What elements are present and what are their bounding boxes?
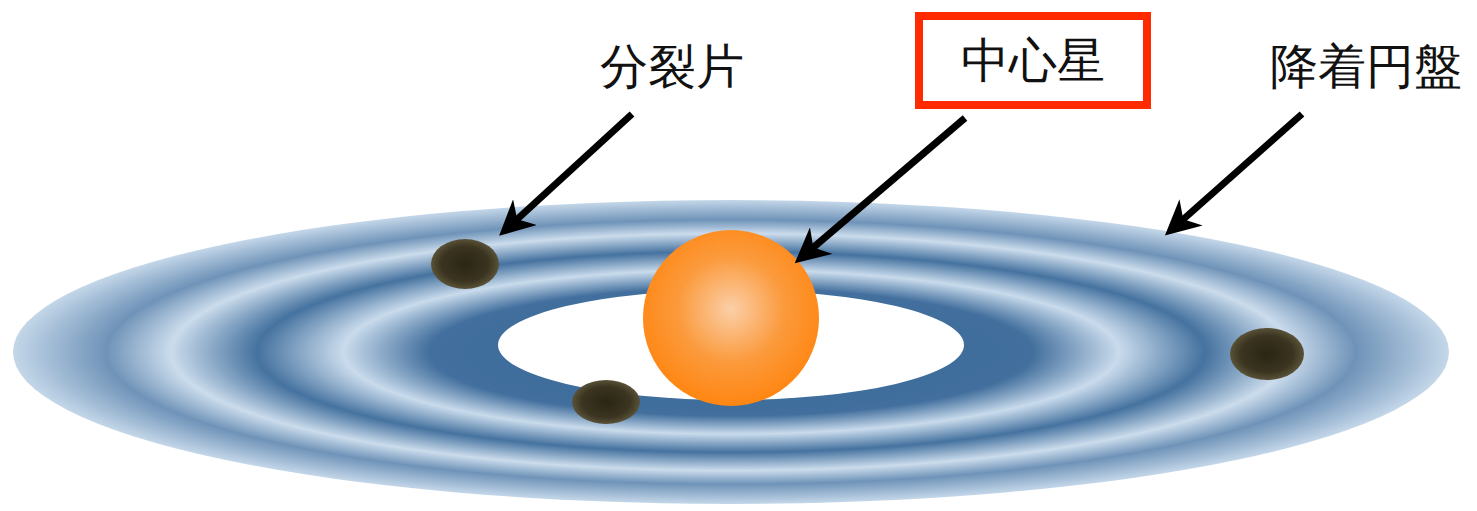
highlight-box: 中心星 (915, 12, 1151, 109)
fragment (572, 380, 640, 424)
accretion-disk (13, 200, 1449, 504)
part-label: 分裂片 (600, 40, 744, 93)
leader-arrow (512, 114, 632, 224)
leader-arrow (808, 118, 965, 252)
fragment (1230, 328, 1304, 380)
central-star (643, 230, 819, 406)
node-label: 中心星 (961, 34, 1105, 87)
fragment (431, 239, 499, 289)
leader-arrow (1178, 114, 1302, 224)
part-label: 降着円盤 (1270, 40, 1462, 93)
